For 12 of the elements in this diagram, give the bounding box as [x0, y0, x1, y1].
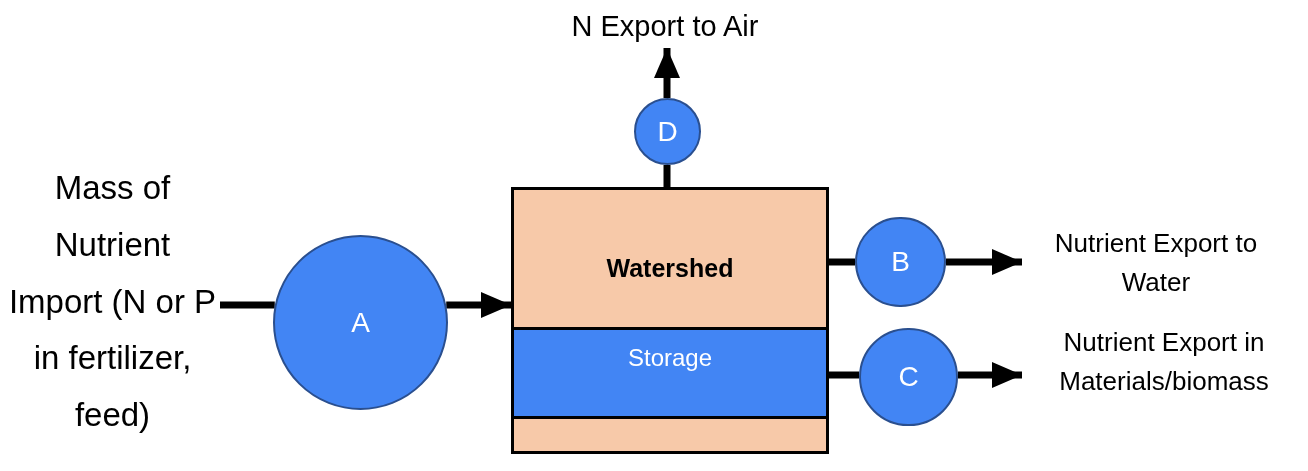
node-label: A	[351, 305, 370, 340]
node-label: Nutrient Export in Materials/biomass	[1058, 326, 1270, 398]
node-label: C	[898, 360, 919, 394]
node-label: Mass of Nutrient Import (N or P in fertilizer, feed)	[7, 168, 218, 435]
node-label: Storage	[627, 343, 713, 373]
node-label: B	[891, 245, 910, 279]
node-label: Watershed	[606, 253, 734, 284]
node-label: Nutrient Export to Water	[1053, 227, 1259, 299]
watershed-box	[511, 187, 829, 454]
node-label: N Export to Air	[571, 8, 759, 44]
storage-band	[514, 327, 826, 419]
node-label: D	[657, 114, 678, 149]
